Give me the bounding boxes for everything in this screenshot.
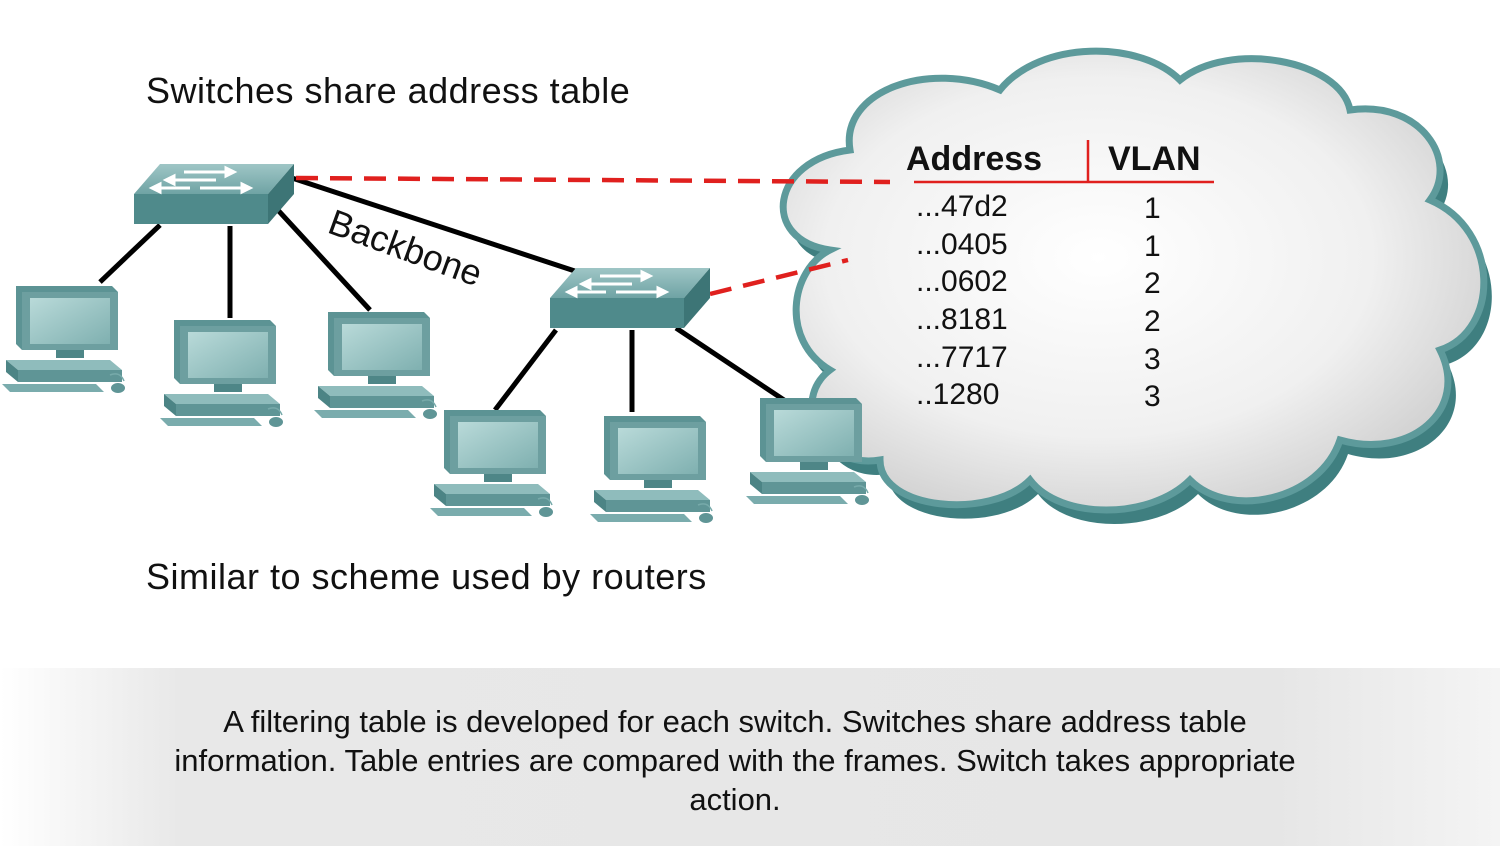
switch-2-links xyxy=(493,325,792,412)
table-cell-vlan: 1 xyxy=(1144,230,1161,263)
computer-icon xyxy=(159,319,284,428)
table-cell-vlan: 2 xyxy=(1144,305,1161,338)
caption-text: A filtering table is developed for each … xyxy=(174,704,1296,817)
computer-icon xyxy=(313,311,438,420)
table-cell-vlan: 2 xyxy=(1144,267,1161,300)
diagram-subtitle: Similar to scheme used by routers xyxy=(146,556,707,597)
diagram-title: Switches share address table xyxy=(146,70,631,111)
table-cell-address: ...0405 xyxy=(916,228,1008,261)
computer-icon xyxy=(589,415,714,524)
table-cell-address: ...8181 xyxy=(916,303,1008,336)
table-cell-vlan: 1 xyxy=(1144,192,1161,225)
address-table: Address VLAN ...47d2 1 ...0405 1 ...0602… xyxy=(906,140,1214,413)
dashed-link-switch-2 xyxy=(709,257,849,297)
computer-icon xyxy=(429,409,554,518)
switch-1-icon xyxy=(134,162,294,226)
computer-icon xyxy=(745,397,870,506)
table-cell-address: ...7717 xyxy=(916,341,1008,374)
table-cell-vlan: 3 xyxy=(1144,380,1161,413)
table-cell-vlan: 3 xyxy=(1144,343,1161,376)
cloud-shape xyxy=(779,47,1492,524)
table-cell-address: ...0602 xyxy=(916,265,1008,298)
table-cell-address: ..1280 xyxy=(916,378,999,411)
table-cell-address: ...47d2 xyxy=(916,190,1008,223)
vlan-header: VLAN xyxy=(1108,140,1201,178)
dashed-link-switch-1 xyxy=(295,175,891,185)
switch-1-links xyxy=(98,206,372,318)
caption-panel: A filtering table is developed for each … xyxy=(0,668,1500,846)
switch-2-icon xyxy=(550,266,710,330)
address-header: Address xyxy=(906,140,1042,178)
computer-icon xyxy=(1,285,126,394)
backbone-link xyxy=(291,175,591,279)
